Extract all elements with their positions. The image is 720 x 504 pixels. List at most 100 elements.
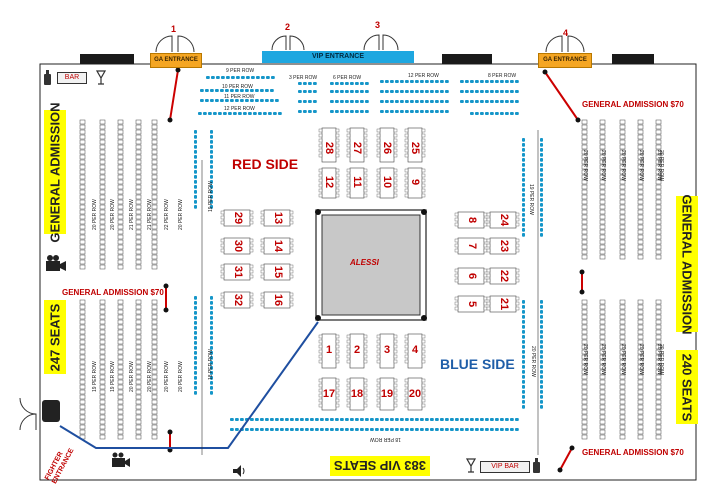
table-number-bottom-2: 3	[383, 344, 391, 356]
ga-chair	[79, 234, 86, 240]
ga-chair	[151, 204, 158, 210]
vip-seat	[480, 90, 484, 93]
vip-seat	[203, 112, 207, 115]
table-chair	[363, 133, 368, 138]
ga-entrance-4[interactable]: GA ENTRANCE	[538, 53, 592, 68]
ga-chair	[117, 429, 124, 435]
vip-seat	[194, 185, 197, 189]
table-chair	[249, 243, 254, 248]
ga-chair	[637, 304, 644, 310]
vip-seat	[380, 110, 384, 113]
vip-seat	[268, 112, 272, 115]
vip-seat	[320, 418, 324, 421]
ga-chair	[637, 154, 644, 160]
ga-chair	[151, 369, 158, 375]
vip-seat	[330, 418, 334, 421]
vip-seat	[266, 76, 270, 79]
table-chair	[421, 138, 426, 143]
table-chair	[421, 128, 426, 133]
table-chair	[515, 222, 520, 227]
ga-chair	[655, 314, 662, 320]
vip-seat	[250, 418, 254, 421]
vip-seat	[522, 370, 525, 374]
ga-chair	[151, 384, 158, 390]
ga-chair	[79, 154, 86, 160]
vip-seat	[460, 100, 464, 103]
vip-seat	[345, 90, 349, 93]
ring-apron	[315, 209, 427, 321]
row-label: 12 PER ROW	[408, 73, 439, 79]
row-label-left-upper-1: 20 PER ROW	[110, 199, 116, 230]
ga-chair	[117, 399, 124, 405]
table-chair	[421, 153, 426, 158]
ga-chair	[599, 149, 606, 155]
table-layer	[220, 127, 520, 411]
table-chair	[421, 183, 426, 188]
ga-chair	[99, 174, 106, 180]
ga-chair	[581, 424, 588, 430]
door-black-3	[612, 54, 654, 64]
ga-chair	[581, 149, 588, 155]
table-chair	[486, 268, 491, 273]
ga-chair	[79, 334, 86, 340]
ga-chair	[99, 429, 106, 435]
vip-seat	[405, 110, 409, 113]
vip-seat	[303, 100, 307, 103]
ga-chair	[99, 194, 106, 200]
table-number-left-5: 15	[272, 265, 284, 279]
vip-seat	[400, 110, 404, 113]
vip-seat	[210, 135, 213, 139]
vip-seat	[510, 418, 514, 421]
table-number-left-2: 30	[232, 239, 244, 253]
vip-seat	[540, 148, 543, 152]
ga-chair	[599, 174, 606, 180]
ga-chair	[151, 154, 158, 160]
ga-chair	[599, 384, 606, 390]
table-chair	[421, 143, 426, 148]
ga-chair	[151, 364, 158, 370]
table-chair	[318, 128, 323, 133]
vip-entrance[interactable]: VIP ENTRANCE	[262, 51, 414, 63]
ga-entrance-1[interactable]: GA ENTRANCE	[150, 53, 202, 68]
vip-seat	[360, 428, 364, 431]
table-chair	[486, 248, 491, 253]
table-chair	[335, 398, 340, 403]
ga-chair	[135, 334, 142, 340]
table-chair	[393, 393, 398, 398]
ga-chair	[637, 229, 644, 235]
ga-chair	[655, 369, 662, 375]
barrier-line	[559, 447, 573, 471]
vip-seat	[425, 418, 429, 421]
ga-chair	[151, 334, 158, 340]
ga-chair	[99, 379, 106, 385]
row-label-left-lower-4: 20 PER ROW	[164, 361, 170, 392]
ga-chair	[135, 209, 142, 215]
vip-seat	[522, 355, 525, 359]
table-number-right-4: 6	[466, 272, 478, 280]
ga-chair	[637, 209, 644, 215]
vip-seat	[425, 428, 429, 431]
table-chair	[289, 264, 294, 269]
ga-chair	[135, 419, 142, 425]
table-chair	[404, 173, 409, 178]
table-chair	[486, 273, 491, 278]
table-chair	[289, 248, 294, 253]
vip-seat	[495, 112, 499, 115]
table-chair	[393, 339, 398, 344]
vip-seat	[435, 418, 439, 421]
table-chair	[260, 264, 265, 269]
vip-seat	[210, 195, 213, 199]
ga-chair	[117, 149, 124, 155]
vip-seat	[522, 400, 525, 404]
ga-chair	[151, 414, 158, 420]
ga-chair	[79, 129, 86, 135]
vip-seat	[223, 112, 227, 115]
ga-chair	[151, 354, 158, 360]
table-chair	[486, 238, 491, 243]
door-swing-icon-2	[271, 35, 305, 51]
row-label-inner-right-0: 19 PER ROW	[528, 184, 534, 215]
table-chair	[335, 193, 340, 198]
vip-seat	[435, 90, 439, 93]
ga-chair	[79, 224, 86, 230]
vip-seat	[480, 418, 484, 421]
